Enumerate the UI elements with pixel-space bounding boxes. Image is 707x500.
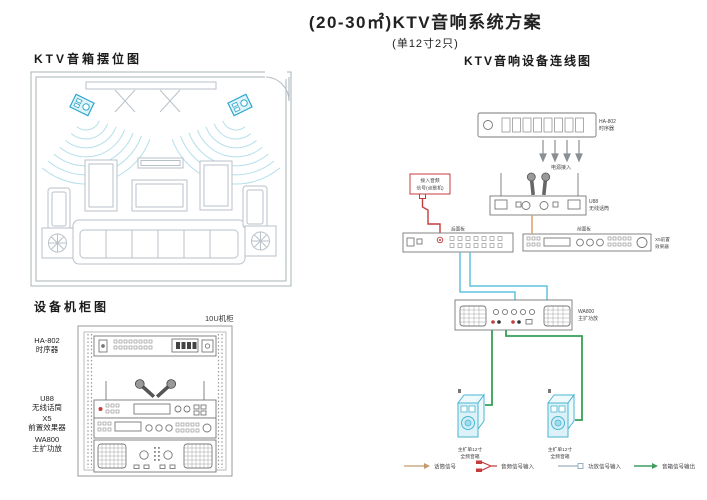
- power-arrows: [539, 140, 583, 163]
- svg-text:主扩功放: 主扩功放: [578, 315, 598, 322]
- rack-size-label: 10U机柜: [205, 314, 234, 323]
- svg-text:主扩单12寸: 主扩单12寸: [458, 446, 483, 453]
- speaker-right-label: 主扩单12寸 全频音箱: [548, 446, 573, 460]
- svg-text:效果器: 效果器: [655, 243, 669, 250]
- right-speaker: [547, 388, 575, 438]
- svg-text:全频音箱: 全频音箱: [460, 453, 479, 460]
- cabinet-label-line: WA800: [34, 435, 60, 444]
- wiring-mic-label: U88 无线话筒: [589, 199, 609, 212]
- svg-text:主扩单12寸: 主扩单12寸: [548, 446, 573, 453]
- tv-screen: [85, 81, 217, 113]
- effects-label: X5前置 效果器: [655, 236, 670, 250]
- svg-text:无线话筒: 无线话筒: [589, 205, 609, 212]
- svg-text:接入音频: 接入音频: [420, 177, 439, 184]
- cabinet-label-mic: U88 无线话筒: [20, 394, 74, 412]
- audio-input-wire: [419, 193, 441, 237]
- wiring-section-title: KTV音响设备连线图: [464, 54, 593, 68]
- svg-text:音箱信号输出: 音箱信号输出: [662, 463, 695, 471]
- header: (20-30㎡)KTV音响系统方案 (单12寸2只): [143, 8, 707, 51]
- svg-text:话筒信号: 话筒信号: [434, 463, 457, 471]
- equipment-rack-diagram: [77, 325, 233, 477]
- svg-text:功放信号输入: 功放信号输入: [588, 463, 622, 471]
- svg-text:时序器: 时序器: [599, 125, 614, 132]
- cabinet-label-line: 主扩功放: [32, 444, 62, 453]
- rack-effects-unit: [93, 417, 217, 439]
- wiring-effects-front: [522, 233, 652, 252]
- wiring-sequencer-label: HA-802 时序器: [599, 119, 616, 132]
- legend-audio-input: 音频信号输入: [476, 460, 535, 472]
- speaker-placement-floorplan: [30, 70, 292, 287]
- wiring-effects-rear: [402, 232, 514, 253]
- amp-label: WA800 主扩功放: [578, 309, 598, 322]
- cabinet-label-line: 时序器: [35, 345, 59, 354]
- page-title: (20-30㎡)KTV音响系统方案: [308, 13, 543, 32]
- legend-mic-signal: 话筒信号: [404, 463, 457, 471]
- rear-panel-label: 后面板: [451, 226, 465, 233]
- rack-mic-receiver-unit: [93, 399, 217, 419]
- rack-wireless-mics: [105, 379, 205, 400]
- rack-sequencer-unit: [93, 335, 217, 357]
- legend-speaker-output: 音箱信号输出: [634, 463, 695, 471]
- cabinet-label-effects: X5 前置效果器: [20, 414, 74, 432]
- room-walls: [30, 71, 292, 287]
- svg-text:X5前置: X5前置: [655, 236, 670, 243]
- door: [265, 70, 290, 102]
- power-in-label: 电源接入: [551, 164, 571, 171]
- cabinet-label-line: X5: [42, 414, 52, 423]
- left-speaker: [457, 388, 485, 438]
- svg-text:WA800: WA800: [578, 309, 594, 315]
- svg-text:信号(点歌机): 信号(点歌机): [416, 185, 444, 192]
- cabinet-label-line: 前置效果器: [28, 423, 66, 432]
- page-subtitle: (单12寸2只): [392, 38, 459, 50]
- svg-text:U88: U88: [589, 199, 598, 205]
- left-speaker-icon: [69, 93, 95, 117]
- audio-input-callout: 接入音频 信号(点歌机): [409, 173, 451, 195]
- speaker-output-wires: [485, 330, 583, 421]
- cabinet-label-amp: WA800 主扩功放: [20, 435, 74, 453]
- front-panel-label: 前面板: [577, 226, 591, 233]
- furniture: [41, 157, 277, 265]
- right-speaker-icon: [227, 93, 253, 117]
- svg-text:全频音箱: 全频音箱: [550, 453, 569, 460]
- rack-frame: [77, 325, 233, 477]
- speaker-left-label: 主扩单12寸 全频音箱: [458, 446, 483, 460]
- wiring-diagram: HA-802 时序器 电源接入 U88 无线话筒: [402, 112, 695, 472]
- cabinet-label-line: U88: [40, 394, 54, 403]
- wiring-sequencer: [477, 112, 597, 138]
- svg-text:音频信号输入: 音频信号输入: [501, 463, 535, 471]
- amp-input-wires: [459, 252, 548, 300]
- wiring-mic-receiver: [489, 172, 587, 216]
- placement-section-title: KTV音箱摆位图: [34, 52, 143, 66]
- svg-text:HA-802: HA-802: [599, 119, 616, 125]
- cabinet-label-line: 无线话筒: [32, 403, 62, 412]
- legend: 话筒信号 音频信号输入 功放信号输入 音箱信号输出: [404, 460, 695, 472]
- legend-amp-input: 功放信号输入: [558, 463, 622, 471]
- wiring-amp: [454, 299, 573, 331]
- cabinet-label-sequencer: HA-802 时序器: [20, 336, 74, 354]
- cabinet-section-title: 设备机柜图: [34, 300, 110, 314]
- rack-amp-unit: [93, 439, 217, 473]
- cabinet-label-line: HA-802: [34, 336, 60, 345]
